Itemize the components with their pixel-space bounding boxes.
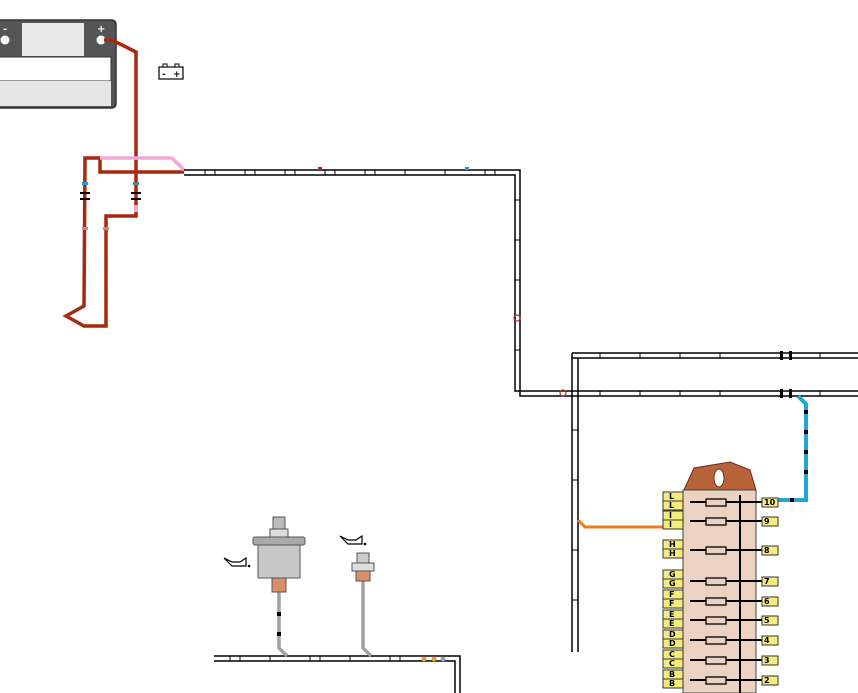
fuse[interactable] [705,517,727,526]
fuse-pin-label: B [669,670,675,679]
fuse-pin-right-2[interactable] [761,675,779,686]
fuse-pin-left-I[interactable] [662,510,684,521]
fuse-pin-label: 2 [764,676,770,685]
cyan-wire-markers [790,410,808,502]
fuse-pin-label: I [669,520,672,529]
fuse-pin-label: C [669,659,675,668]
fuse-pin-label: F [669,599,674,608]
cyan-wire[interactable] [778,394,808,502]
battery-positive-terminal [96,35,106,45]
fuse-pin-label: 7 [764,577,770,586]
fuse-pin-label: B [669,679,675,688]
fuse-pin-label: 8 [764,546,770,555]
fuse-pin-left-G[interactable] [662,578,684,589]
battery-negative-terminal [0,35,10,45]
lower-harness[interactable] [214,655,461,693]
battery-icon-neg: - [162,70,166,80]
lower-harness-dividers [229,656,401,661]
fuse-pin-left-H[interactable] [662,548,684,559]
fuse-pin-right-7[interactable] [761,576,779,587]
oil-can-icon [339,534,367,546]
battery-neg-symbol: - [3,24,7,35]
lower-splices [421,656,446,662]
fuse-pin-label: L [669,492,674,501]
fuse-pin-label: 4 [764,636,770,645]
fuse-pin-label: 3 [764,656,770,665]
fuse-pin-left-L[interactable] [662,500,684,511]
fuse-pin-label: H [669,549,676,558]
fuse-pin-right-6[interactable] [761,596,779,607]
fuse-pin-label: G [669,579,676,588]
fuse-pin-label: 9 [764,517,770,526]
wire-marker [277,612,281,616]
fuse-pin-left-E[interactable] [662,618,684,629]
fuse[interactable] [705,577,727,586]
fuse-pin-left-F[interactable] [662,598,684,609]
pink-wire[interactable] [100,156,186,212]
orange-wire[interactable] [576,518,663,529]
fuse[interactable] [705,546,727,555]
fuse-pin-label: C [669,650,675,659]
fuse-pin-label: G [669,570,676,579]
battery[interactable]: - + [0,19,117,109]
fuse-pin-label: H [669,540,676,549]
fuse[interactable] [705,597,727,606]
fuse-pin-right-3[interactable] [761,655,779,666]
fuse-pin-label: L [669,501,674,510]
fuse-pin-label: 10 [764,498,776,507]
fuse-pin-label: 5 [764,616,770,625]
harness-dividers [204,170,821,601]
fuse[interactable] [705,636,727,645]
fuse-pin-left-B[interactable] [662,678,684,689]
oil-sensor-small[interactable] [351,552,375,582]
battery-icon-pos: + [173,70,181,80]
oil-sensor-large[interactable] [252,516,306,593]
fuse-pin-label: D [669,630,676,639]
fuse-pin-label: D [669,639,676,648]
fuse-pin-right-5[interactable] [761,615,779,626]
fuse-pin-left-I[interactable] [662,519,684,530]
fuse[interactable] [705,656,727,665]
fuse-pin-right-4[interactable] [761,635,779,646]
fuse-pin-right-8[interactable] [761,545,779,556]
battery-icon: - + [158,63,184,80]
fuse-pin-label: E [669,619,674,628]
fuse-pin-label: I [669,511,672,520]
sensor-wire-2[interactable] [361,580,373,658]
fuse-pin-left-D[interactable] [662,638,684,649]
fuse[interactable] [705,616,727,625]
fuse-pin-label: E [669,610,674,619]
wire-marker [277,632,281,636]
fuse[interactable] [705,498,727,507]
fuse-pin-right-10[interactable] [761,497,779,508]
sensor-wire-1[interactable] [277,592,289,658]
fuse-pin-label: F [669,590,674,599]
battery-pos-symbol: + [97,24,105,35]
connector-markers [80,182,141,230]
fuse-pin-right-9[interactable] [761,516,779,527]
fuse-pin-label: 6 [764,597,770,606]
main-harness[interactable] [184,169,858,652]
oil-can-icon [223,556,251,568]
fuse-pin-left-C[interactable] [662,658,684,669]
splice-markers [318,167,792,398]
fuse[interactable] [705,676,727,685]
